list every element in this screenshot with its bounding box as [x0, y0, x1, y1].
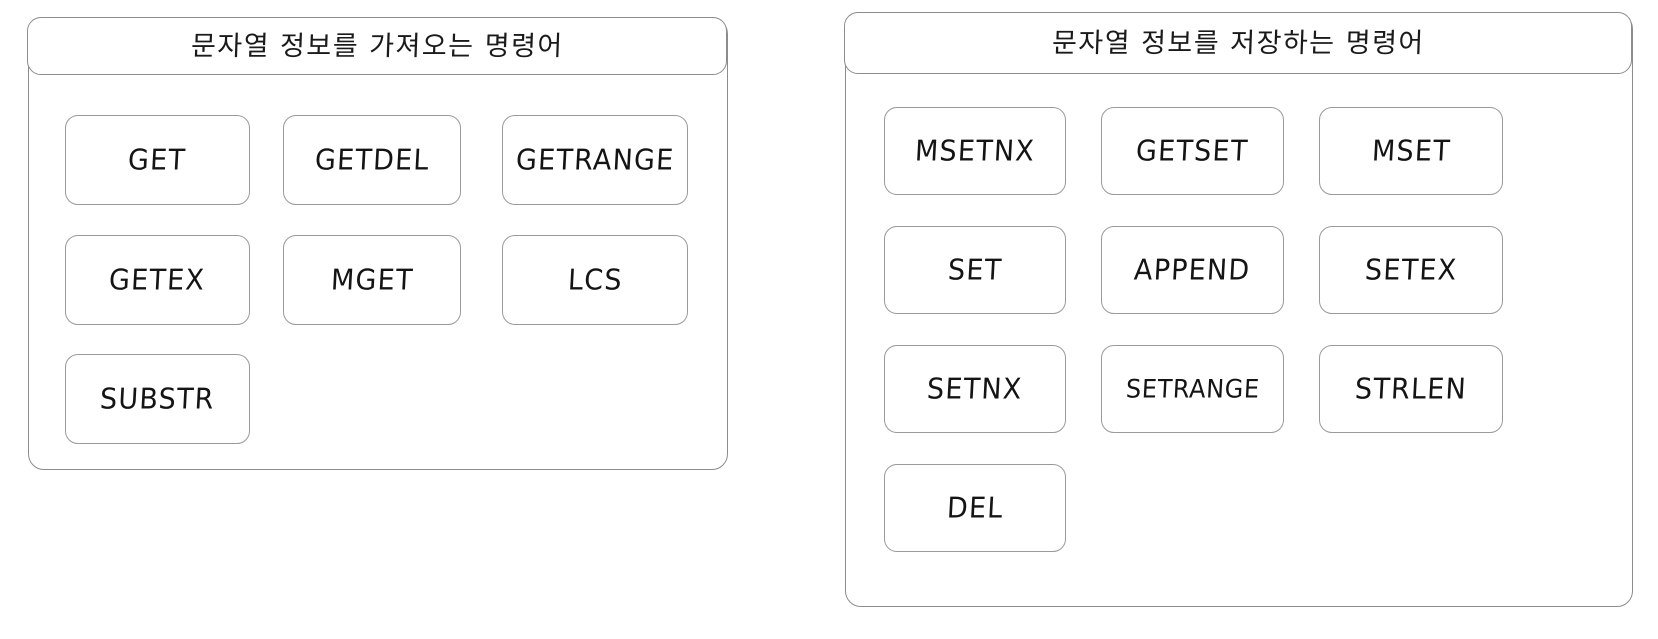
command-label: SET — [946, 253, 1004, 287]
command-label: GET — [127, 143, 188, 177]
command-chip-setex[interactable]: SETEX — [1319, 226, 1503, 314]
command-label: GETEX — [108, 263, 207, 297]
command-label: APPEND — [1133, 253, 1252, 287]
command-chip-getrange[interactable]: GETRANGE — [502, 115, 688, 205]
command-chip-getdel[interactable]: GETDEL — [283, 115, 461, 205]
chip-group-write: MSETNX GETSET MSET SET APPEND SETEX SETN… — [846, 14, 1632, 606]
command-label: SUBSTR — [99, 382, 216, 416]
command-chip-mget[interactable]: MGET — [283, 235, 461, 325]
command-chip-get[interactable]: GET — [65, 115, 250, 205]
command-chip-append[interactable]: APPEND — [1101, 226, 1284, 314]
command-chip-getset[interactable]: GETSET — [1101, 107, 1284, 195]
panel-title-bar-write: 문자열 정보를 저장하는 명령어 — [844, 12, 1633, 75]
command-label: GETRANGE — [514, 143, 676, 177]
command-label: SETNX — [926, 372, 1024, 406]
command-label: GETSET — [1135, 134, 1250, 168]
command-chip-getex[interactable]: GETEX — [65, 235, 250, 325]
panel-read-commands: 문자열 정보를 가져오는 명령어 GET GETDEL GETRANGE GET… — [27, 17, 728, 470]
command-label: SETRANGE — [1124, 374, 1261, 404]
command-label: DEL — [945, 491, 1005, 525]
panel-title-bar-read: 문자열 정보를 가져오는 명령어 — [27, 17, 728, 76]
command-chip-substr[interactable]: SUBSTR — [65, 354, 250, 444]
command-chip-mset[interactable]: MSET — [1319, 107, 1503, 195]
chip-group-read: GET GETDEL GETRANGE GETEX MGET LCS SUBST… — [29, 19, 727, 469]
command-label: SETEX — [1364, 253, 1458, 287]
command-chip-strlen[interactable]: STRLEN — [1319, 345, 1503, 433]
command-chip-set[interactable]: SET — [884, 226, 1066, 314]
command-chip-msetnx[interactable]: MSETNX — [884, 107, 1066, 195]
command-chip-lcs[interactable]: LCS — [502, 235, 688, 325]
command-chip-setrange[interactable]: SETRANGE — [1101, 345, 1284, 433]
command-label: MSET — [1370, 134, 1452, 168]
command-label: GETDEL — [313, 143, 431, 177]
command-label: MGET — [329, 263, 415, 297]
command-chip-del[interactable]: DEL — [884, 464, 1066, 552]
command-chip-setnx[interactable]: SETNX — [884, 345, 1066, 433]
command-label: MSETNX — [914, 134, 1036, 168]
command-label: LCS — [566, 263, 624, 297]
command-label: STRLEN — [1354, 372, 1468, 406]
panel-write-commands: 문자열 정보를 저장하는 명령어 MSETNX GETSET MSET SET … — [844, 12, 1633, 607]
